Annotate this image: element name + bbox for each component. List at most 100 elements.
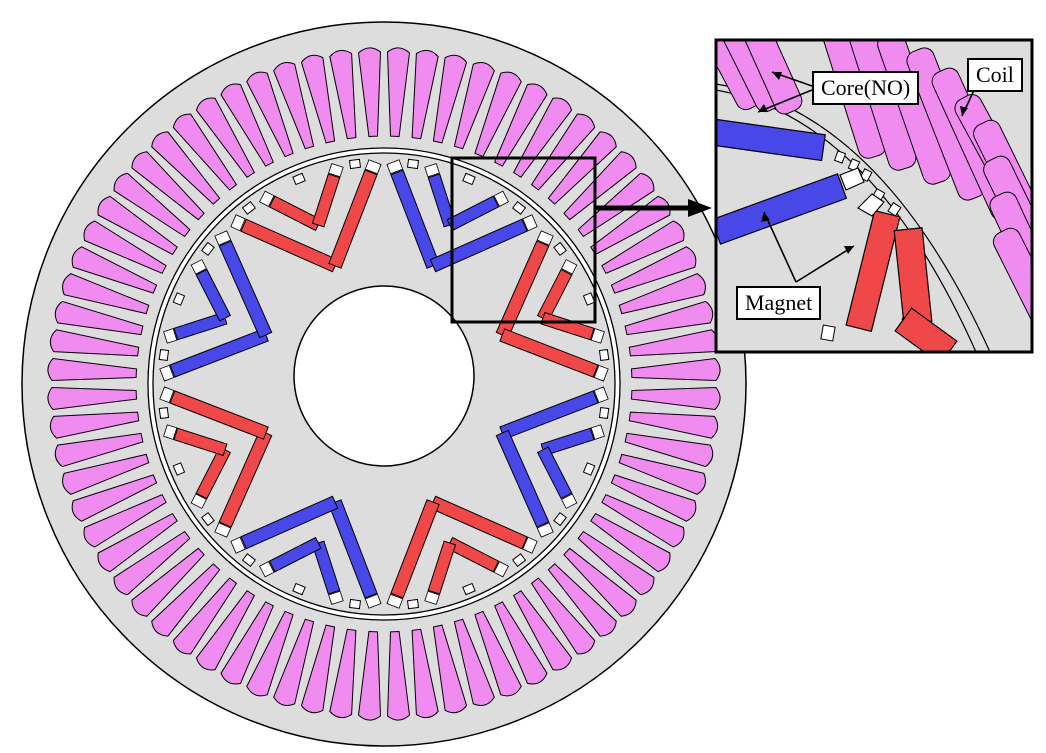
coil-label: Coil: [967, 58, 1023, 92]
stator-coil: [590, 195, 671, 256]
stator-coil: [47, 386, 138, 411]
stator-coil: [172, 113, 238, 191]
stator-coil: [474, 610, 522, 697]
stator-coil: [54, 432, 144, 468]
rotor-bridge: [553, 511, 568, 527]
stator-coil: [151, 131, 221, 205]
stator-coil: [113, 530, 191, 596]
stator-coil: [220, 83, 274, 167]
stator-coil: [453, 618, 495, 706]
rotor-bridge: [582, 292, 596, 306]
stator-coil: [547, 131, 617, 205]
inset-magnet-blue-1: [716, 116, 826, 162]
stator-coils: [47, 47, 721, 721]
magnet-barrier: [159, 364, 175, 382]
rotor-bridge: [348, 158, 362, 170]
rotor-magnet: [390, 499, 440, 599]
rotor-magnet: [536, 446, 573, 500]
magnet-barrier: [328, 163, 344, 178]
rotor-bridge: [172, 462, 186, 476]
stator-coil: [300, 624, 336, 714]
rotor-bridge: [292, 172, 306, 186]
stator-coil: [474, 71, 522, 158]
inset-magnets: [716, 116, 958, 352]
magnet-barrier: [593, 364, 609, 382]
rotor-magnet: [446, 195, 500, 232]
stator-coil: [628, 411, 719, 439]
rotor-bridge: [598, 348, 610, 362]
rotor-magnet: [429, 218, 528, 273]
rotor-bridge: [406, 598, 420, 610]
magnet-barrier: [163, 328, 178, 344]
inset-coils: [716, 40, 1032, 352]
stator-coil: [172, 577, 238, 655]
rotor-bridge: [406, 158, 420, 170]
stator-coil: [618, 453, 706, 495]
rotor-bridge: [511, 553, 527, 568]
stator-coil: [329, 49, 357, 140]
rotor-magnet: [499, 328, 599, 378]
rotor-bridge: [241, 553, 257, 568]
rotor-magnets: [159, 159, 609, 609]
inset-magnet-red-1: [845, 209, 901, 333]
stator-coil: [246, 71, 294, 158]
stator-coil: [54, 300, 144, 336]
magnet-barrier: [561, 259, 578, 275]
magnet-barrier: [214, 522, 232, 538]
stator-coil: [47, 357, 138, 382]
stator-coil: [62, 453, 150, 495]
magnet-barrier: [590, 424, 605, 440]
inset-magnet-red-3: [894, 307, 958, 352]
stator-coil: [432, 624, 468, 714]
magnet-barrier: [259, 561, 275, 578]
stator-coil: [83, 494, 167, 548]
rotor-magnet: [495, 429, 550, 528]
stator-coil: [300, 54, 336, 144]
rotor-magnet: [427, 540, 457, 595]
stator-coil: [590, 512, 671, 573]
rotor-magnet: [268, 536, 322, 573]
rotor-bridge: [241, 200, 257, 215]
stator-coil: [195, 97, 256, 178]
stator-coil: [547, 563, 617, 637]
stator-coil: [624, 300, 714, 336]
inset-magnet-end-red-1: [857, 193, 885, 217]
core-label: Core(NO): [812, 71, 920, 105]
magnet-barrier: [163, 424, 178, 440]
stator-coil: [624, 432, 714, 468]
stator-coil: [530, 577, 596, 655]
rotor-bridge: [200, 511, 215, 527]
magnet-label: Magnet: [736, 286, 822, 320]
magnet-barrier: [190, 493, 207, 509]
stator-coil: [71, 246, 158, 294]
stator-coil: [220, 601, 274, 685]
stator-coil: [530, 113, 596, 191]
magnet-barrier: [230, 536, 246, 554]
rotor-magnet: [173, 427, 228, 457]
stator-coil: [494, 601, 548, 685]
stator-coil: [62, 273, 150, 315]
stator-coil: [151, 563, 221, 637]
stator-coil: [357, 630, 382, 721]
motor-main-view: [21, 21, 747, 747]
rotor-magnet: [328, 169, 378, 269]
magnet-barrier: [214, 230, 232, 246]
rotor-magnet: [240, 495, 339, 550]
rotor-bridge: [158, 406, 170, 420]
stator-coil: [97, 195, 178, 256]
rotor-bridges: [158, 158, 610, 610]
stator-coil: [563, 151, 637, 221]
inset-magnet-end-blue-2: [839, 167, 865, 191]
magnet-barrier: [386, 593, 404, 609]
stator-coil: [273, 62, 315, 150]
magnet-barrier: [522, 214, 538, 232]
rotor-bridge: [553, 241, 568, 257]
magnet-barrier: [364, 593, 382, 609]
inset-coil: [739, 40, 803, 115]
stator-coil: [601, 494, 685, 548]
stator-coil: [49, 411, 140, 439]
magnet-barrier: [522, 536, 538, 554]
magnet-barrier: [259, 190, 275, 207]
stator-coil: [601, 220, 685, 274]
magnet-barrier: [364, 159, 382, 175]
